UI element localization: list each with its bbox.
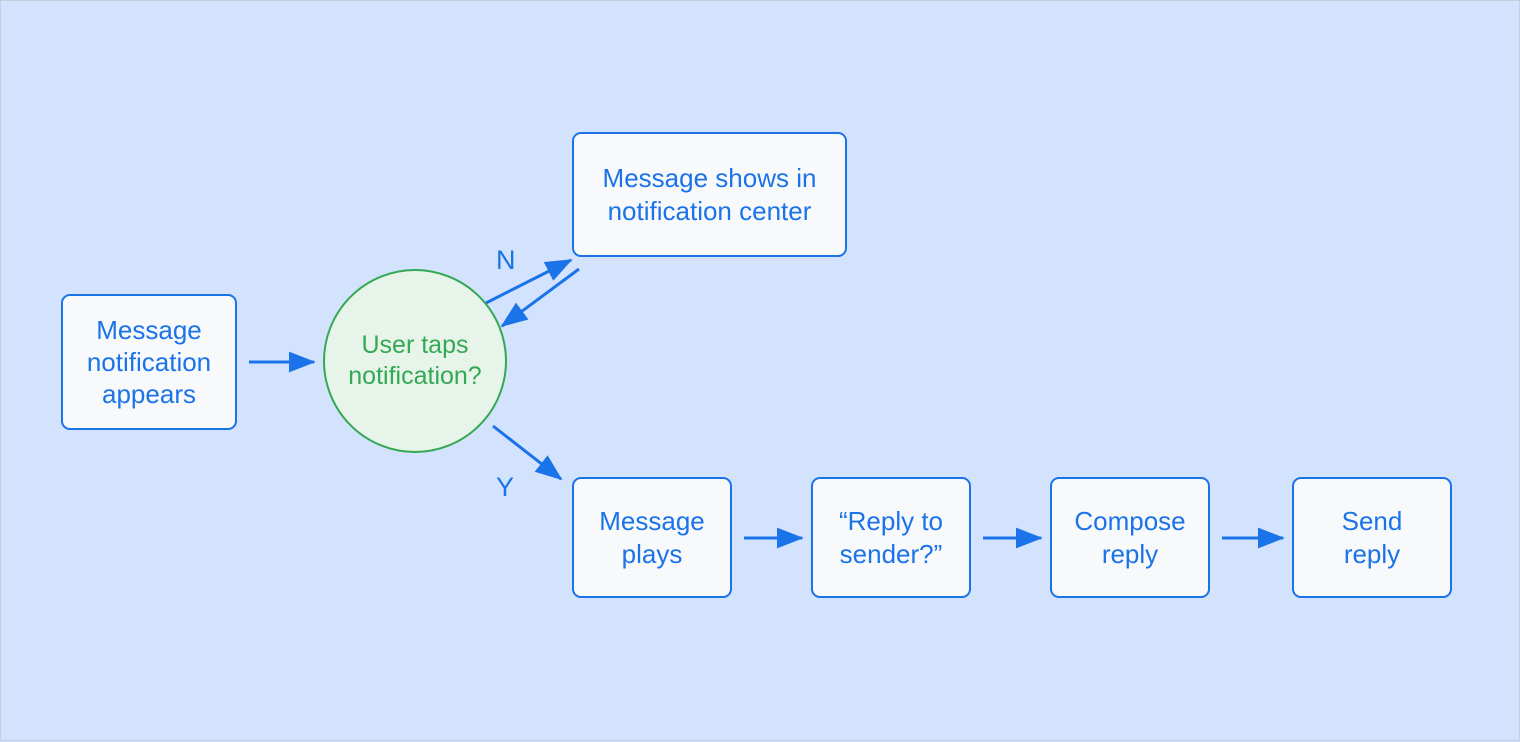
edge-notif-center-to-decision (500, 267, 580, 328)
node-reply-to-sender[interactable]: “Reply to sender?” (811, 477, 971, 598)
edge-label-no: N (496, 245, 516, 275)
node-user-taps-notification-decision[interactable]: User taps notification? (323, 269, 507, 453)
node-message-shows-in-notification-center[interactable]: Message shows in notification center (572, 132, 847, 257)
node-compose-reply[interactable]: Compose reply (1050, 477, 1210, 598)
edge-label-yes: Y (496, 472, 515, 502)
node-send-reply[interactable]: Send reply (1292, 477, 1452, 598)
node-message-notification-appears[interactable]: Message notification appears (61, 294, 237, 430)
node-message-plays[interactable]: Message plays (572, 477, 732, 598)
